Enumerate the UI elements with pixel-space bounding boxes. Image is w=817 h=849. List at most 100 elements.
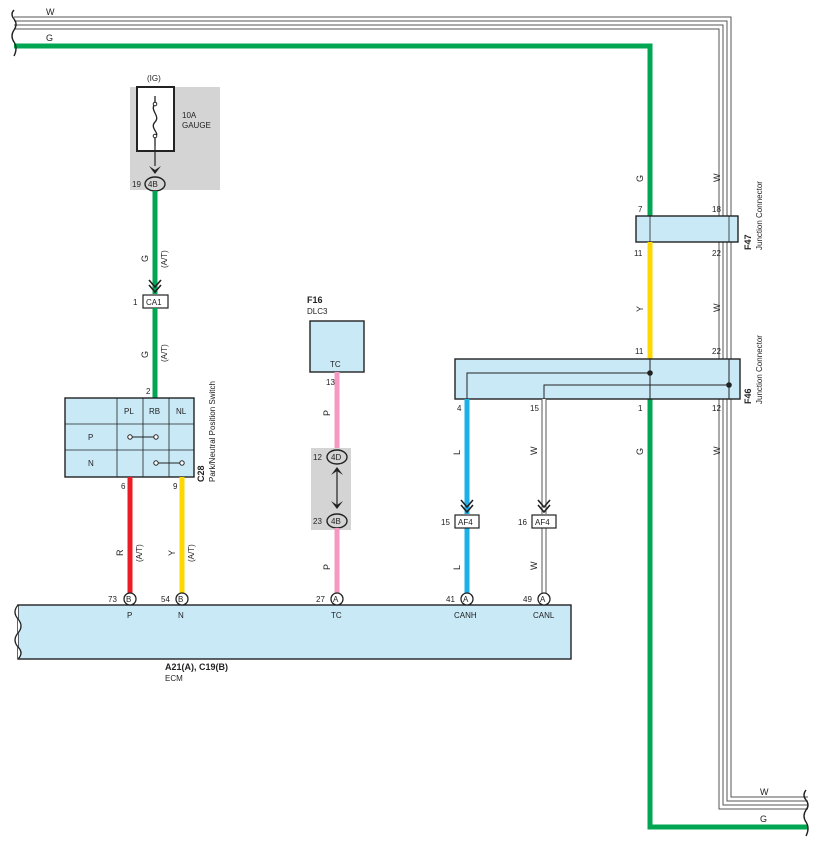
ca1-label: CA1 bbox=[146, 298, 162, 307]
svg-text:P: P bbox=[127, 611, 132, 620]
f46-name: Junction Connector bbox=[755, 335, 764, 404]
af4-h-connector bbox=[454, 514, 480, 529]
c28-col-nl: NL bbox=[176, 407, 187, 416]
fuse-pin: 19 bbox=[132, 180, 141, 189]
f46-pin-tr: 22 bbox=[712, 347, 721, 356]
fuse-ig-label: (IG) bbox=[147, 74, 161, 83]
main-g-upper-label: G bbox=[635, 175, 645, 182]
bottom-g-label: G bbox=[760, 814, 767, 824]
ecm-codes: A21(A), C19(B) bbox=[165, 662, 228, 672]
f47-pin-tl: 7 bbox=[638, 205, 643, 214]
top-g-label: G bbox=[46, 33, 53, 43]
svg-text:A: A bbox=[463, 595, 469, 604]
inner-w-wire bbox=[14, 24, 808, 810]
ecm-name: ECM bbox=[165, 674, 183, 683]
f47-junction-box bbox=[635, 215, 739, 243]
dlc-upper-conn: 4D bbox=[331, 453, 341, 462]
top-w-label: W bbox=[46, 7, 55, 17]
svg-text:73: 73 bbox=[108, 595, 117, 604]
ca1-pin: 1 bbox=[133, 298, 138, 307]
svg-text:N: N bbox=[178, 611, 184, 620]
canl-upper-label: W bbox=[529, 446, 539, 455]
ecm-terminal-n: B 54 N bbox=[161, 592, 189, 620]
f47-code: F47 bbox=[743, 234, 753, 250]
fuse-connector-label: 4B bbox=[148, 180, 158, 189]
af4-l-pin: 16 bbox=[518, 518, 527, 527]
f16-name: DLC3 bbox=[307, 307, 328, 316]
f16-code: F16 bbox=[307, 295, 323, 305]
ecm-break-mark bbox=[14, 604, 22, 660]
break-mark-right-bottom bbox=[803, 789, 809, 837]
ecm-terminal-tc: A 27 TC bbox=[316, 592, 344, 620]
ecm-terminal-canl: A 49 CANL bbox=[523, 592, 555, 620]
fuse-rating: 10A bbox=[182, 111, 197, 120]
top-w-wire bbox=[14, 16, 808, 802]
ca1-wire-at: (A/T) bbox=[160, 344, 169, 362]
f46-pin-w: 12 bbox=[712, 404, 721, 413]
ecm-box bbox=[17, 604, 572, 660]
dlc-lower-pin: 23 bbox=[313, 517, 322, 526]
f46-pin-canl: 15 bbox=[530, 404, 539, 413]
f46-code: F46 bbox=[743, 388, 753, 404]
f16-terminal: TC bbox=[330, 360, 341, 369]
p-wire-color: R bbox=[115, 549, 125, 556]
c28-name: Park/Neutral Position Switch bbox=[208, 381, 217, 482]
f47-name: Junction Connector bbox=[755, 181, 764, 250]
f47-f46-w-label: W bbox=[712, 303, 722, 312]
gauge-wire-at: (A/T) bbox=[160, 250, 169, 268]
fuse-arrow-icon bbox=[149, 166, 161, 174]
ecm-terminal-p: B 73 P bbox=[108, 592, 137, 620]
svg-text:54: 54 bbox=[161, 595, 170, 604]
af4-l-chevron-icon bbox=[537, 499, 551, 514]
p-wire-at: (A/T) bbox=[135, 544, 144, 562]
svg-text:TC: TC bbox=[331, 611, 342, 620]
svg-text:B: B bbox=[126, 595, 131, 604]
f46-pin-g: 1 bbox=[638, 404, 643, 413]
dlc-upper-pin: 12 bbox=[313, 453, 322, 462]
c28-row-n: N bbox=[88, 459, 94, 468]
svg-text:B: B bbox=[178, 595, 183, 604]
svg-text:CANH: CANH bbox=[454, 611, 477, 620]
canh-lower-label: L bbox=[452, 565, 462, 570]
f47-f46-y-label: Y bbox=[635, 306, 645, 312]
af4-h-chevron-icon bbox=[460, 499, 474, 514]
f46-pin-tl: 11 bbox=[635, 347, 644, 356]
c28-col-pl: PL bbox=[124, 407, 134, 416]
c28-col-rb: RB bbox=[149, 407, 160, 416]
c28-pin-p: 6 bbox=[121, 482, 126, 491]
break-mark-left-top bbox=[11, 9, 17, 57]
dlc-lower-conn: 4B bbox=[331, 517, 341, 526]
dlc-connector-4d bbox=[326, 449, 348, 465]
svg-text:49: 49 bbox=[523, 595, 532, 604]
f46-junction-box bbox=[454, 358, 741, 400]
f16-pin: 13 bbox=[326, 378, 335, 387]
af4-h-label: AF4 bbox=[458, 518, 473, 527]
c28-top-pin: 2 bbox=[146, 387, 151, 396]
f47-pin-bl: 11 bbox=[634, 249, 643, 258]
ecm-terminal-canh: A 41 CANH bbox=[446, 592, 477, 620]
ca1-chevron-icon bbox=[148, 279, 162, 294]
main-g-lower-label: G bbox=[635, 448, 645, 455]
f47-pin-tr: 18 bbox=[712, 205, 721, 214]
canh-upper-label: L bbox=[452, 450, 462, 455]
top-g-wire bbox=[14, 43, 808, 830]
c28-n-continuity bbox=[153, 460, 185, 466]
svg-text:CANL: CANL bbox=[533, 611, 555, 620]
svg-text:27: 27 bbox=[316, 595, 325, 604]
svg-text:41: 41 bbox=[446, 595, 455, 604]
c28-code: C28 bbox=[196, 465, 206, 482]
c28-p-continuity bbox=[127, 434, 159, 440]
c28-pin-n: 9 bbox=[173, 482, 178, 491]
f47-pin-br: 22 bbox=[712, 249, 721, 258]
svg-text:A: A bbox=[540, 595, 546, 604]
c28-row-p: P bbox=[88, 433, 93, 442]
canl-lower-label: W bbox=[529, 561, 539, 570]
af4-h-pin: 15 bbox=[441, 518, 450, 527]
n-wire-color: Y bbox=[167, 550, 177, 556]
main-w-lower-label: W bbox=[712, 446, 722, 455]
af4-l-label: AF4 bbox=[535, 518, 550, 527]
f16-dlc3-box bbox=[309, 320, 365, 373]
n-wire-at: (A/T) bbox=[187, 544, 196, 562]
fuse-name: GAUGE bbox=[182, 121, 211, 130]
